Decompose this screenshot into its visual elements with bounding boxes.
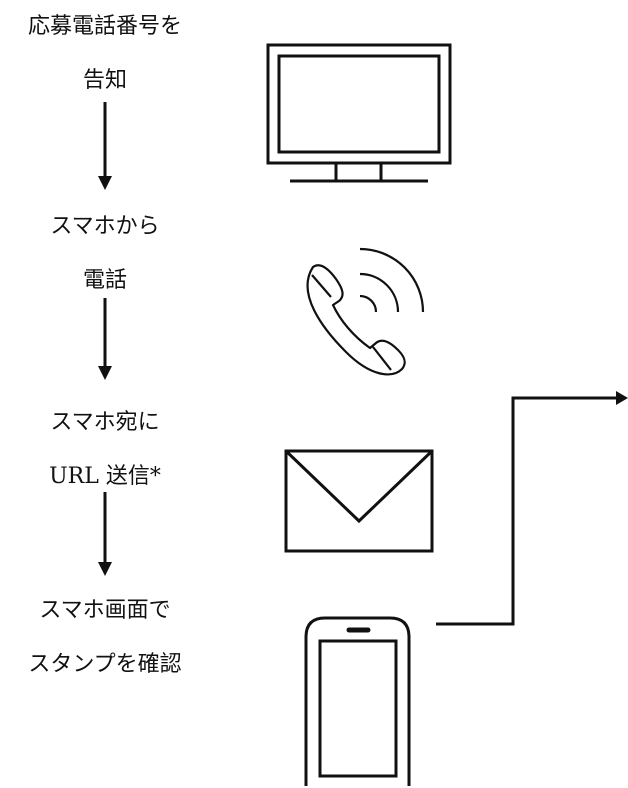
step-1-label-line1: 応募電話番号を	[27, 14, 182, 39]
step-1-label-line2: 告知	[82, 68, 127, 93]
step-2-label: スマホから 電話	[0, 200, 210, 308]
phone-call-icon	[306, 247, 425, 376]
step-1-label: 応募電話番号を 告知	[0, 0, 210, 108]
monitor-icon	[266, 43, 452, 183]
arrow-down-2	[98, 298, 112, 380]
step-3-label: スマホ宛に URL 送信*	[0, 396, 210, 504]
step-3-label-line2: URL 送信*	[49, 464, 161, 489]
arrow-down-3	[98, 492, 112, 576]
step-2-label-line2: 電話	[82, 268, 127, 293]
step-3-label-line1: スマホ宛に	[50, 410, 160, 435]
step-4-label-line1: スマホ画面で	[39, 598, 171, 623]
arrow-right-exit	[436, 391, 628, 626]
envelope-icon	[284, 449, 434, 553]
step-2-label-line1: スマホから	[50, 214, 160, 239]
smartphone-icon	[304, 616, 411, 786]
arrow-down-1	[98, 102, 112, 190]
step-4-label-line2: スタンプを確認	[28, 652, 182, 677]
step-4-label: スマホ画面で スタンプを確認	[0, 584, 210, 692]
